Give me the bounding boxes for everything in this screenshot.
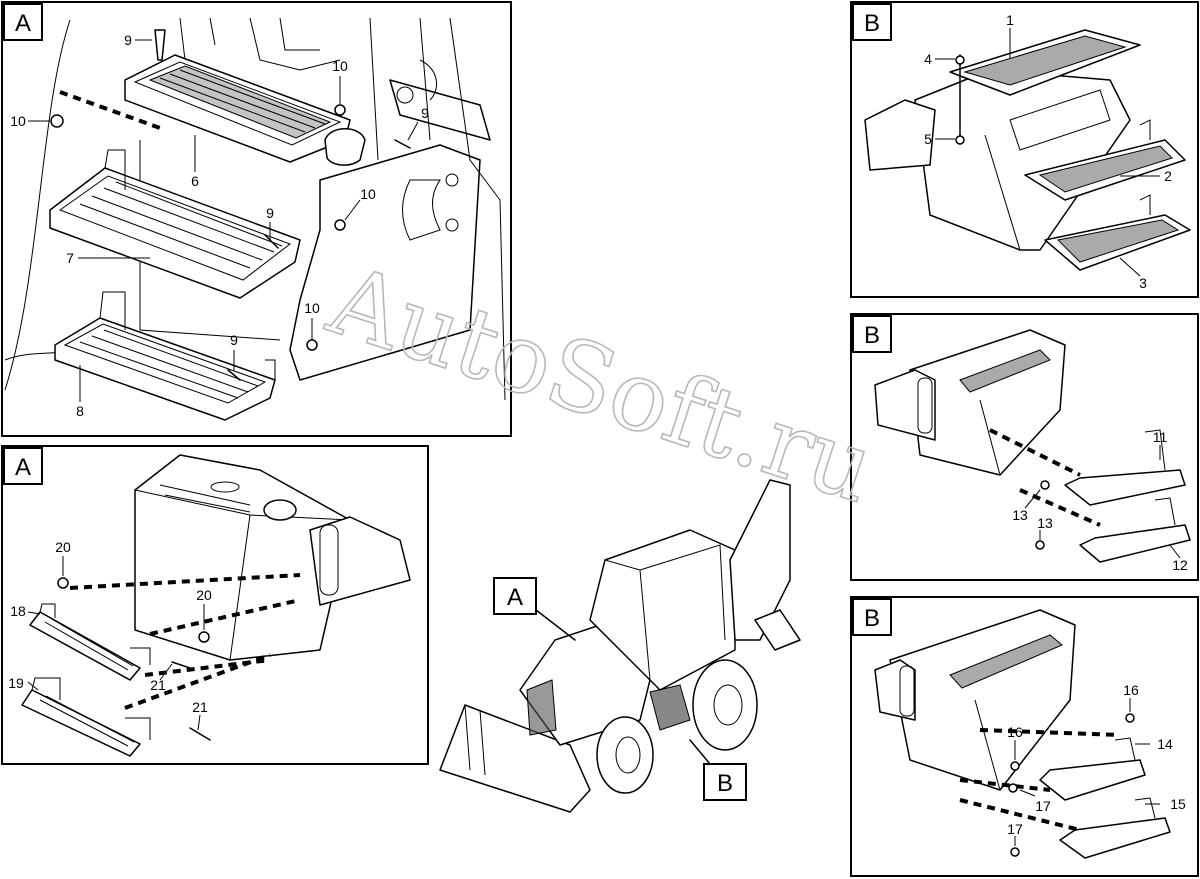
- panel-b-bottom: B 16 16 14 17 17 15: [850, 596, 1199, 877]
- step-2: [1024, 119, 1186, 201]
- callout-9: 9: [230, 332, 238, 348]
- callout-20: 20: [55, 539, 71, 555]
- step-3: [1044, 194, 1191, 271]
- callout-15: 15: [1170, 796, 1186, 812]
- step-7: [49, 149, 301, 299]
- step-15: [1059, 797, 1171, 859]
- callout-17: 17: [1035, 798, 1051, 814]
- step-18: [29, 603, 151, 681]
- callout-11: 11: [1153, 429, 1168, 445]
- callout-3: 3: [1139, 275, 1147, 291]
- callout-14: 14: [1157, 736, 1173, 752]
- callout-21: 21: [192, 699, 208, 715]
- panel-b-top: B 1 4 5 2 3: [850, 1, 1199, 298]
- panel-tag-a: A: [15, 454, 31, 481]
- overview-tag-a: A: [507, 584, 523, 611]
- panel-tag-b: B: [864, 322, 880, 349]
- callout-10: 10: [304, 300, 320, 316]
- callout-12: 12: [1172, 557, 1188, 573]
- callout-20: 20: [196, 587, 212, 603]
- overview-tag-b: B: [717, 770, 733, 797]
- callout-9: 9: [266, 205, 274, 221]
- step-19: [21, 677, 151, 757]
- callout-9: 9: [124, 32, 132, 48]
- callout-13: 13: [1012, 507, 1028, 523]
- callout-17: 17: [1007, 821, 1023, 837]
- step-11: [1064, 429, 1186, 506]
- panel-tag-b: B: [864, 605, 880, 632]
- callout-16: 16: [1007, 724, 1023, 740]
- callout-4: 4: [924, 51, 932, 67]
- callout-8: 8: [76, 403, 84, 419]
- step-6: [124, 54, 366, 166]
- panel-tag-a: A: [15, 10, 31, 37]
- step-12: [1079, 497, 1191, 563]
- callout-10: 10: [360, 186, 376, 202]
- panel-tag-b: B: [864, 10, 880, 37]
- callout-10: 10: [332, 58, 348, 74]
- callout-2: 2: [1164, 168, 1172, 184]
- step-14: [1039, 737, 1146, 801]
- backhoe-overview: A B: [439, 479, 801, 813]
- callout-10: 10: [10, 113, 26, 129]
- callout-6: 6: [191, 173, 199, 189]
- callout-21: 21: [150, 677, 166, 693]
- callout-16: 16: [1123, 682, 1139, 698]
- panel-a-bottom: A 2: [1, 445, 429, 765]
- panel-b-middle: B 11 13 13 12: [850, 313, 1199, 581]
- callout-9: 9: [421, 105, 429, 121]
- panel-a-top: A: [1, 1, 512, 437]
- step-8: [54, 291, 276, 421]
- callout-19: 19: [8, 675, 24, 691]
- step-1: [949, 29, 1141, 96]
- callout-5: 5: [924, 131, 932, 147]
- callout-18: 18: [10, 603, 26, 619]
- callout-13: 13: [1037, 515, 1053, 531]
- callout-7: 7: [66, 250, 74, 266]
- callout-1: 1: [1006, 12, 1014, 28]
